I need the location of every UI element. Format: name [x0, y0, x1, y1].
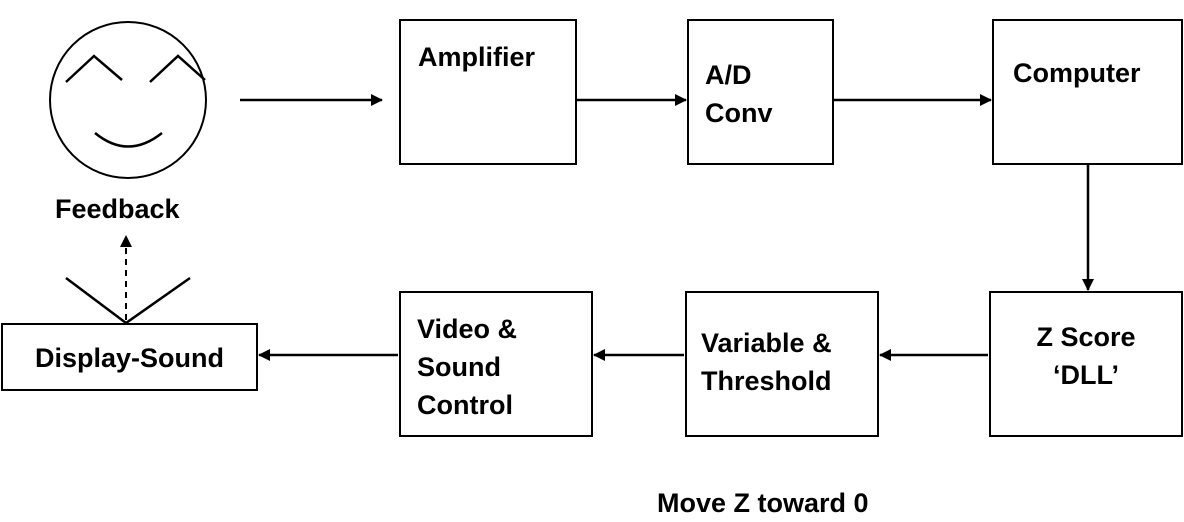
variable-label: Variable & Threshold [701, 328, 832, 396]
zscore-box [989, 291, 1183, 437]
video-label: Video & Sound Control [417, 314, 518, 420]
caption: Move Z toward 0 [657, 488, 869, 518]
ad-conv-label: A/D Conv [705, 60, 773, 128]
display-box [1, 323, 258, 391]
computer-label: Computer [1013, 58, 1141, 88]
variable-box [685, 291, 879, 437]
video-box [399, 291, 593, 437]
computer-box [992, 19, 1183, 165]
zscore-label: Z Score ‘DLL’ [1036, 322, 1136, 390]
feedback-emitter [65, 235, 191, 325]
face-icon [49, 21, 207, 179]
display-label: Display-Sound [34, 343, 224, 373]
amplifier-label: Amplifier [418, 42, 536, 72]
amplifier-box [399, 19, 577, 165]
feedback-label: Feedback [55, 194, 180, 224]
ad-conv-box [687, 19, 834, 165]
